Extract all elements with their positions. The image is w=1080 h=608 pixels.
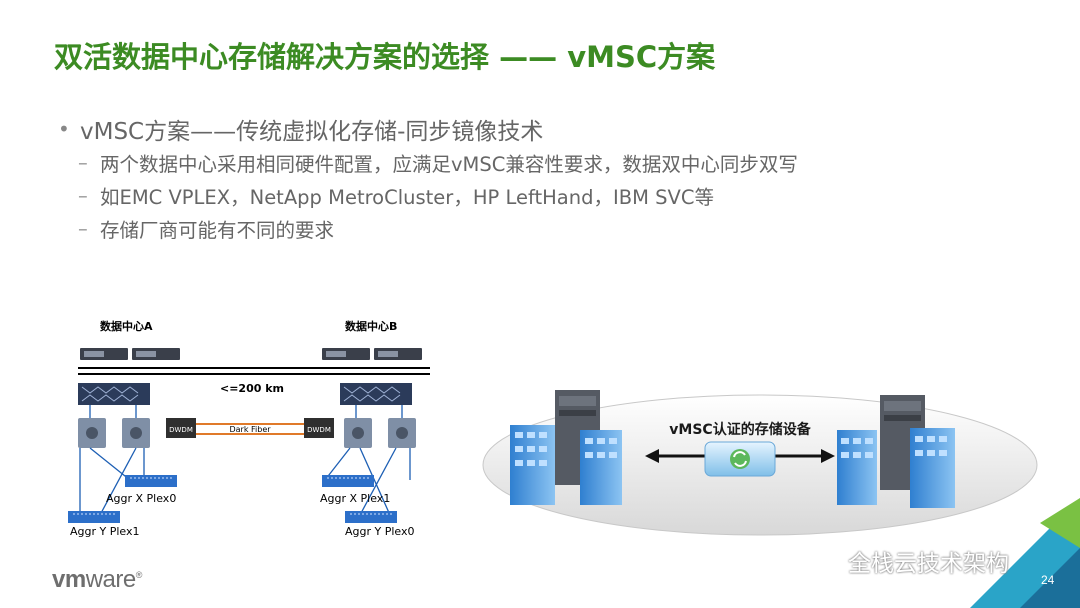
site-b-label: 数据中心B <box>345 319 397 333</box>
bullet-dot-icon: • <box>58 117 70 141</box>
bullet-sub-2: – 如EMC VPLEX，NetApp MetroCluster，HP Left… <box>78 179 1018 212</box>
fc-switch-icon <box>78 418 416 448</box>
bullet-main-text: vMSC方案——传统虚拟化存储-同步镜像技术 <box>80 119 544 145</box>
storage-shelf-icon <box>78 383 412 405</box>
a-aggr-y-label: Aggr Y Plex1 <box>70 525 140 538</box>
slide-title: 双活数据中心存储解决方案的选择 —— vMSC方案 <box>54 40 716 74</box>
dwdm-b-label: DWDM <box>307 426 331 434</box>
watermark: 全栈云技术架构 <box>808 544 1009 578</box>
bullet-sub-text: 如EMC VPLEX，NetApp MetroCluster，HP LeftHa… <box>100 186 714 209</box>
wechat-icon <box>810 548 845 574</box>
cabling <box>79 405 411 516</box>
b-aggr-x-label: Aggr X Plex1 <box>320 492 390 505</box>
bullet-main: • vMSC方案——传统虚拟化存储-同步镜像技术 <box>58 112 1018 146</box>
dark-fiber-label: Dark Fiber <box>229 425 271 434</box>
dwdm-a-label: DWDM <box>169 426 193 434</box>
vmware-logo: vmware® <box>52 566 142 594</box>
b-aggr-y-label: Aggr Y Plex0 <box>345 525 415 538</box>
vmsc-caption: vMSC认证的存储设备 <box>669 421 811 438</box>
vmsc-storage-diagram: vMSC认证的存储设备 <box>482 390 1038 536</box>
sync-arrows <box>645 449 835 463</box>
logo-reg: ® <box>135 570 143 580</box>
disk-shelf-icon <box>68 475 397 523</box>
controller-icon <box>80 348 422 360</box>
metrocluster-diagram: 数据中心A 数据中心B <=200 km <box>68 319 430 538</box>
logo-ware: ware <box>85 566 137 593</box>
watermark-text: 全栈云技术架构 <box>848 551 1009 577</box>
datacenter-right-icon <box>837 395 955 508</box>
page-number: 24 <box>1041 573 1055 587</box>
dash-icon: – <box>78 217 88 240</box>
bullet-list: • vMSC方案——传统虚拟化存储-同步镜像技术 – 两个数据中心采用相同硬件配… <box>58 112 1018 245</box>
dash-icon: – <box>78 151 88 174</box>
bullet-sub-text: 存储厂商可能有不同的要求 <box>100 219 335 242</box>
bullet-sub-text: 两个数据中心采用相同硬件配置，应满足vMSC兼容性要求，数据双中心同步双写 <box>100 153 798 176</box>
bullet-sub-3: – 存储厂商可能有不同的要求 <box>78 212 1018 245</box>
datacenter-left-icon <box>510 390 622 505</box>
dash-icon: – <box>78 184 88 207</box>
logo-vm: vm <box>52 566 86 593</box>
bullet-sub-1: – 两个数据中心采用相同硬件配置，应满足vMSC兼容性要求，数据双中心同步双写 <box>78 146 1018 179</box>
a-aggr-x-label: Aggr X Plex0 <box>106 492 176 505</box>
sync-icon <box>704 441 776 477</box>
site-a-label: 数据中心A <box>100 319 153 333</box>
dwdm-link: DWDM DWDM Dark Fiber <box>166 418 334 438</box>
corner-decoration <box>970 498 1080 608</box>
distance-label: <=200 km <box>220 382 284 395</box>
